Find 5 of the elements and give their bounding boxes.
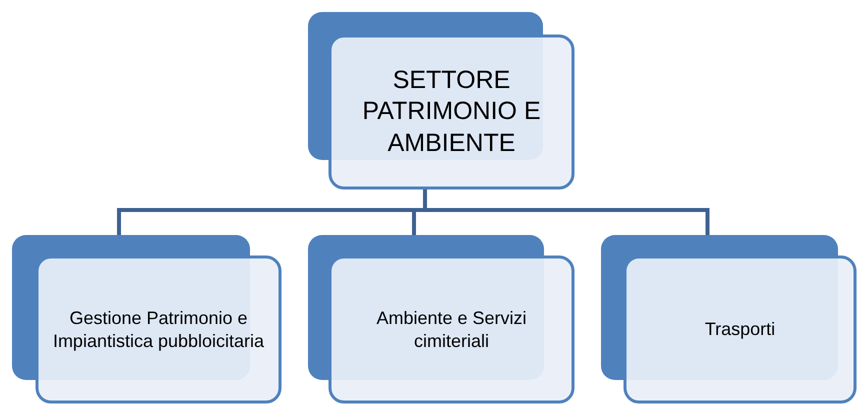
node-label: Trasporti — [704, 318, 776, 341]
node-label: Gestione Patrimonio e Impiantistica pubbloicitaria — [52, 307, 266, 352]
connector-line — [423, 189, 710, 235]
node-label: SETTORE PATRIMONIO E AMBIENTE — [361, 65, 542, 159]
node-label: Ambiente e Servizi cimiteriali — [375, 307, 528, 352]
